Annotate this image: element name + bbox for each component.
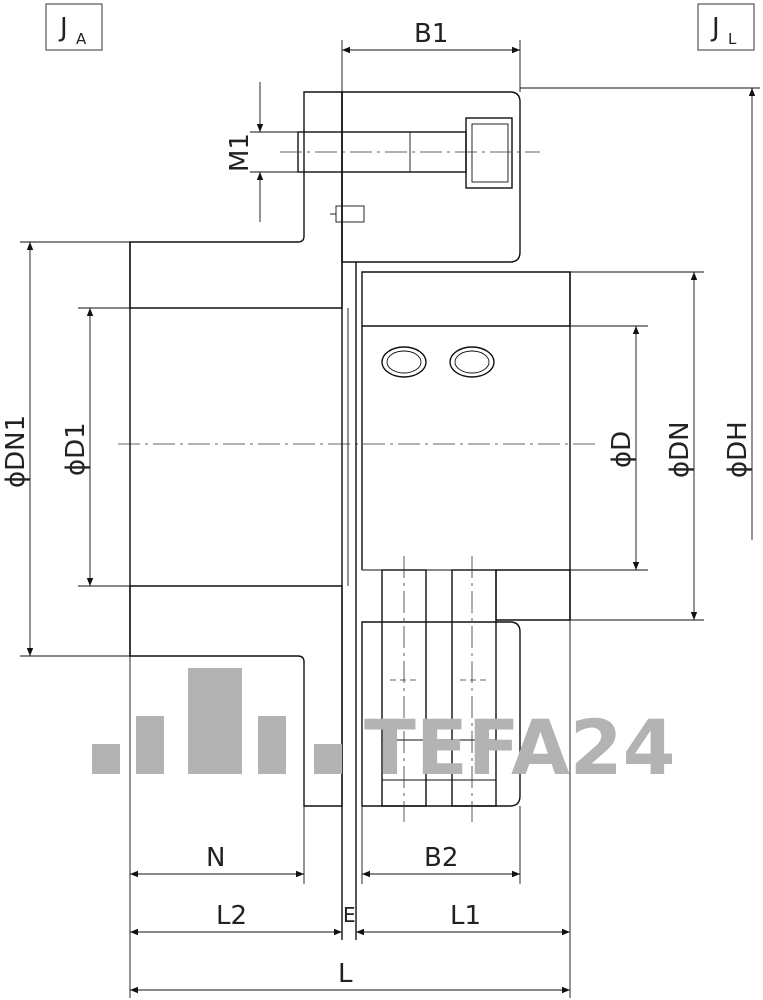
dim-b1-label: B1 — [414, 19, 448, 49]
ja-label-box: J A — [45, 3, 103, 51]
dim-l-label: L — [338, 959, 353, 989]
dim-l1-label: L1 — [450, 901, 481, 931]
right-sleeve — [361, 271, 571, 621]
dim-b2: B2 — [362, 843, 520, 878]
dim-d-label: ϕD — [607, 431, 637, 468]
dim-l2-label: L2 — [216, 901, 247, 931]
clamping-ring-top — [297, 91, 521, 263]
dim-dh: ϕDH — [520, 87, 760, 540]
dim-dn-label: ϕDN — [665, 421, 695, 478]
dim-d1-label: ϕD1 — [61, 422, 91, 476]
watermark: TEFA24 — [92, 668, 676, 792]
dim-n: N — [130, 843, 304, 878]
jl-subscript: L — [728, 30, 737, 48]
watermark-text: TEFA24 — [364, 703, 676, 792]
dim-d1: ϕD1 — [61, 307, 130, 587]
jl-label-box: J L — [697, 3, 755, 51]
dim-b2-label: B2 — [424, 843, 458, 873]
jl-label: J — [710, 13, 720, 43]
dim-l: L — [130, 959, 570, 994]
ja-subscript: A — [76, 30, 87, 48]
dim-m1-label: M1 — [225, 133, 255, 172]
dim-b1: B1 — [341, 19, 521, 92]
dim-m1: M1 — [225, 82, 300, 222]
dim-dn1-label: ϕDN1 — [1, 415, 31, 488]
dim-e: E — [343, 903, 356, 927]
dim-dn1: ϕDN1 — [1, 241, 130, 657]
gap-spacer — [341, 92, 357, 940]
ja-label: J — [58, 13, 68, 43]
dim-e-label: E — [343, 903, 356, 927]
dim-n-label: N — [206, 843, 225, 873]
dim-dn: ϕDN — [570, 271, 704, 621]
dim-l1: L1 — [356, 901, 570, 936]
dim-l2: L2 — [130, 901, 342, 936]
dim-dh-label: ϕDH — [723, 421, 753, 478]
dim-d: ϕD — [570, 325, 648, 571]
